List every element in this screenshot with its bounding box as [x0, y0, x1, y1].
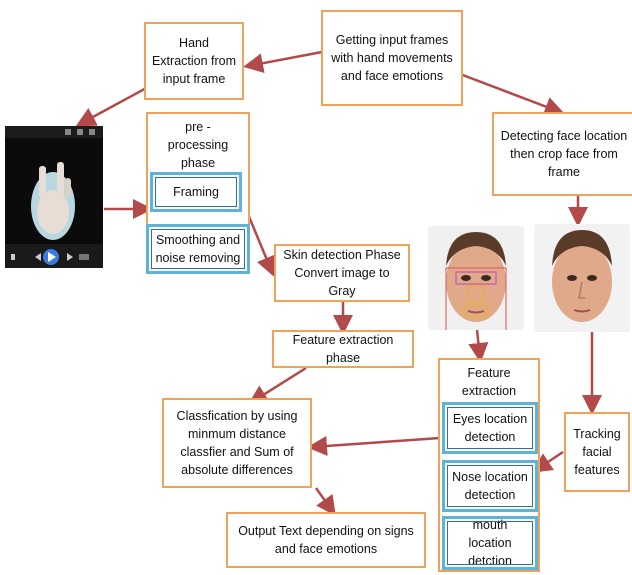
nose-detection-box: Nose location detection	[442, 460, 538, 512]
feature-extraction-hand-box: Feature extraction phase	[272, 330, 414, 368]
tracking-box: Tracking facial features	[564, 412, 630, 492]
hand-gesture-image	[5, 126, 103, 268]
getting-input-box: Getting input frames with hand movements…	[321, 10, 463, 106]
output-box: Output Text depending on signs and face …	[226, 512, 426, 568]
hand-video-player	[5, 126, 103, 268]
arrow-input-to-hand	[243, 50, 323, 74]
preprocessing-title: pre -processing phase	[167, 120, 229, 171]
arrow-classification-to-output	[314, 487, 336, 517]
skin-detection-box: Skin detection Phase Convert image to Gr…	[274, 244, 410, 302]
smoothing-box: Smoothing and noise removing	[146, 224, 250, 274]
face-with-features-image	[428, 226, 524, 330]
arrow-feature-to-classification	[247, 366, 307, 405]
hand-extraction-box: Hand Extraction from input frame	[144, 22, 244, 100]
arrow-face-to-feature	[468, 329, 489, 363]
eyes-detection-box: Eyes location detection	[442, 402, 538, 454]
arrow-featuregroup-to-classification	[307, 435, 441, 456]
arrow-tracking-to-nose	[531, 450, 564, 473]
arrow-input-to-face	[459, 72, 565, 117]
face-image	[534, 224, 630, 332]
framing-box: Framing	[150, 172, 242, 212]
classification-box: Classfication by using minmum distance c…	[162, 398, 312, 488]
mouth-detection-box: mouth location detction	[442, 516, 538, 570]
arrow-hand-to-player	[75, 84, 151, 127]
detecting-face-box: Detecting face location then crop face f…	[492, 112, 632, 196]
